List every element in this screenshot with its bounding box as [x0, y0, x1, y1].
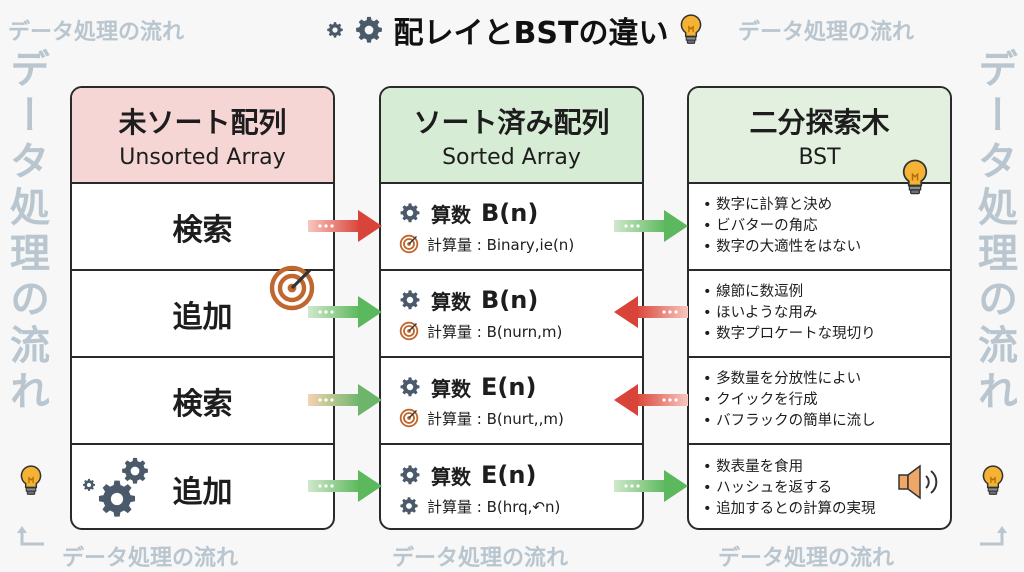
column-header: 未ソート配列 Unsorted Array [72, 88, 333, 184]
operation-label: 検索 [172, 386, 233, 422]
watermark-top-right: データ処理の流れ [738, 20, 915, 45]
bullet-row: 数字に訃算と決め ビバターの角応 数字の大適性をはない [689, 184, 950, 271]
gear-icon [96, 478, 138, 520]
arrow-red-left [614, 384, 688, 416]
bullet-item: 数字に訃算と決め [703, 195, 861, 216]
complexity-value: E(n) [481, 461, 537, 489]
bullet-item: 数字プロケートな現切り [703, 324, 876, 345]
operation-row: 追加 [72, 271, 333, 358]
gear-icon [354, 15, 384, 45]
arrow-green-right [308, 470, 382, 502]
lightbulb-icon [678, 13, 704, 47]
column-header: 二分探索木 BST [689, 88, 950, 184]
complexity-detail: 計算量 : B(nurt,,m) [427, 409, 564, 428]
column-sorted-array: ソート済み配列 Sorted Array 算数 B(n) 計算量 : Binar… [379, 86, 644, 530]
speaker-icon [898, 464, 938, 500]
arrow-red-left [614, 296, 688, 328]
complexity-label: 算数 [431, 464, 471, 489]
page-title: 配レイとBSTの違い [393, 16, 669, 51]
column-title-jp: 二分探索木 [749, 105, 890, 139]
bullet-item: 線節に数逗例 [703, 282, 876, 303]
operation-label: 追加 [172, 474, 233, 510]
lightbulb-icon [900, 158, 930, 198]
bullet-item: 数表量を食用 [703, 457, 876, 478]
bullet-item: 追加するとの計算の実現 [703, 499, 875, 520]
complexity-row: 算数 B(n) 計算量 : Binary,ie(n) [381, 184, 642, 271]
bullet-item: ハッシュを返する [703, 478, 876, 499]
watermark-right-vertical: データ処理の流れ [971, 48, 1017, 416]
operation-label: 追加 [172, 299, 233, 335]
complexity-row: 算数 B(n) 計算量 : B(nurn,m) [381, 271, 642, 358]
arrow-red-right [308, 210, 382, 242]
complexity-detail: 計算量 : Binary,ie(n) [427, 235, 575, 254]
complexity-value: E(n) [481, 373, 537, 401]
bullet-item: ビバターの角応 [703, 216, 861, 237]
arrow-green-right [614, 470, 688, 502]
complexity-value: B(n) [481, 199, 539, 227]
complexity-detail: 計算量 : B(hrq,↶n) [427, 497, 561, 516]
bullet-row: 多数量を分放性によい クイックを行成 バフラックの簡単に流し [689, 358, 950, 445]
watermark-bottom-center: データ処理の流れ [392, 546, 569, 571]
bullet-item: 多数量を分放性によい [703, 369, 876, 390]
gear-icon [399, 289, 421, 311]
lightbulb-icon [980, 464, 1006, 498]
column-bst: 二分探索木 BST 数字に訃算と決め ビバターの角応 数字の大適性をはない 線節… [687, 86, 952, 530]
bullet-item: バフラックの簡単に流し [703, 411, 876, 432]
column-title-en: Sorted Array [442, 144, 581, 170]
operation-label: 検索 [172, 212, 233, 248]
arrow-green-right [308, 296, 382, 328]
complexity-detail: 計算量 : B(nurn,m) [427, 322, 563, 341]
bullet-row: 数表量を食用 ハッシュを返する 追加するとの計算の実現 [689, 445, 950, 528]
watermark-top-left: データ処理の流れ [8, 20, 185, 45]
bullet-item: 数字の大適性をはない [703, 237, 861, 258]
gear-icon [326, 21, 344, 39]
complexity-row: 算数 E(n) 計算量 : B(hrq,↶n) [381, 445, 642, 528]
watermark-bottom-left: データ処理の流れ [62, 546, 239, 571]
gear-icon [82, 478, 96, 492]
column-title-en: Unsorted Array [119, 144, 286, 170]
column-header: ソート済み配列 Sorted Array [381, 88, 642, 184]
gear-icon [399, 376, 421, 398]
target-icon [399, 234, 419, 254]
watermark-left-vertical: データ処理の流れ [3, 48, 49, 416]
operation-row: 検索 [72, 358, 333, 445]
target-icon [399, 321, 419, 341]
gear-icon [399, 464, 421, 486]
corner-arrow-icon [980, 526, 1007, 546]
arrow-green-right [614, 210, 688, 242]
bullet-item: クイックを行成 [703, 390, 876, 411]
lightbulb-icon [18, 464, 44, 498]
gear-icon [399, 202, 421, 224]
operation-row: 追加 [72, 445, 333, 528]
operation-row: 検索 [72, 184, 333, 271]
watermark-bottom-right: データ処理の流れ [718, 546, 895, 571]
corner-arrow-icon [17, 526, 44, 546]
arrow-orange-right [308, 384, 382, 416]
complexity-label: 算数 [431, 289, 471, 314]
target-icon [399, 408, 419, 428]
column-title-jp: 未ソート配列 [118, 105, 287, 139]
complexity-label: 算数 [431, 376, 471, 401]
complexity-label: 算数 [431, 202, 471, 227]
bullet-row: 線節に数逗例 ほいような用み 数字プロケートな現切り [689, 271, 950, 358]
column-title-en: BST [798, 144, 841, 170]
title-bar: 配レイとBSTの違い [280, 6, 750, 54]
gear-icon [399, 496, 419, 516]
complexity-row: 算数 E(n) 計算量 : B(nurt,,m) [381, 358, 642, 445]
column-title-jp: ソート済み配列 [413, 105, 610, 139]
bullet-item: ほいような用み [703, 303, 876, 324]
complexity-value: B(n) [481, 286, 539, 314]
